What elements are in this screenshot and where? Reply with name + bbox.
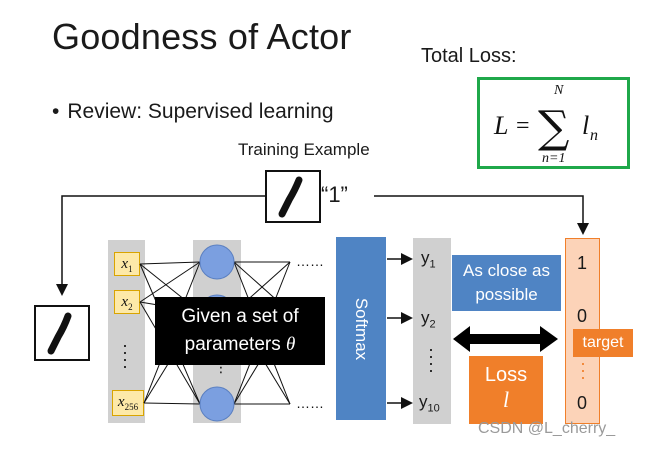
- formula-eq: =: [516, 113, 530, 139]
- bullet-review: • Review: Supervised learning: [52, 100, 334, 124]
- output-y1-sub: 1: [429, 258, 436, 271]
- hidden-neuron-3: [199, 386, 235, 422]
- output-y2: y2: [421, 308, 436, 330]
- given-line-2-text: parameters: [184, 334, 281, 355]
- target-value-2: 0: [577, 306, 588, 326]
- output-y10-sym: y: [419, 392, 428, 411]
- output-y1: y1: [421, 248, 436, 270]
- formula-upper: N: [553, 83, 564, 98]
- output-y2-sym: y: [421, 308, 430, 327]
- output-y10: y10: [419, 392, 440, 414]
- digit-one-icon: [278, 176, 303, 218]
- input-x2: x2: [114, 290, 140, 314]
- softmax-label: Softmax: [352, 297, 371, 360]
- target-value-3: 0: [577, 393, 588, 413]
- output-y1-sym: y: [421, 248, 430, 267]
- bullet-dot: •: [52, 100, 60, 123]
- bullet-text: Review: Supervised learning: [67, 100, 334, 123]
- formula-sum: ∑: [538, 102, 569, 153]
- input-x256: x256: [112, 390, 144, 416]
- loss-label: Loss: [484, 364, 528, 386]
- loss-box: Loss l: [469, 356, 543, 424]
- given-line-2: parameters θ: [155, 331, 325, 359]
- layer-ellipsis-bottom: ……: [296, 395, 324, 411]
- input-digit-image: [34, 305, 90, 361]
- formula-box: L = ∑ N n=1 l n: [477, 77, 630, 169]
- total-loss-label: Total Loss:: [421, 45, 517, 67]
- digit-one-icon: [47, 312, 72, 355]
- left-arrow: [56, 195, 265, 296]
- watermark: CSDN @L_cherry_: [478, 420, 616, 437]
- loss-symbol: l: [502, 387, 510, 412]
- double-arrow: [453, 326, 558, 352]
- training-example-label: Training Example: [238, 140, 370, 159]
- given-parameters-box: Given a set of parameters θ: [155, 297, 325, 365]
- as-close-line-2: possible: [475, 285, 538, 304]
- input-x2-sym: x: [121, 294, 129, 310]
- as-close-line-1: As close as: [463, 261, 550, 280]
- as-close-as-possible-box: As close as possible: [452, 255, 561, 311]
- right-arrow: [374, 195, 589, 235]
- output-layer: [413, 238, 451, 424]
- formula-lhs: L: [493, 111, 508, 140]
- input-x256-sub: 256: [124, 402, 139, 412]
- hidden-neuron-1: [199, 244, 235, 280]
- target-quote: “1”: [321, 182, 348, 207]
- sum-formula: L = ∑ N n=1 l n: [493, 83, 598, 166]
- target-value-1: 1: [577, 253, 588, 273]
- theta-symbol: θ: [286, 334, 296, 355]
- given-line-1: Given a set of: [181, 306, 299, 327]
- output-y10-sub: 10: [427, 402, 440, 415]
- input-x1-sub: 1: [128, 264, 133, 274]
- input-x1-sym: x: [121, 256, 129, 272]
- output-ellipsis: ····: [428, 339, 434, 380]
- layer-ellipsis-top: ……: [296, 253, 324, 269]
- formula-term: l: [582, 111, 589, 140]
- page-title: Goodness of Actor: [52, 16, 352, 57]
- softmax-layer: Softmax: [336, 237, 386, 420]
- input-x256-sym: x: [117, 394, 125, 410]
- formula-lower: n=1: [542, 151, 565, 166]
- target-ellipsis: ···: [580, 353, 586, 387]
- input-x2-sub: 2: [128, 302, 133, 312]
- training-digit-image: [265, 170, 321, 223]
- formula-term-sub: n: [590, 127, 598, 144]
- target-badge: target: [573, 329, 633, 357]
- input-x1: x1: [114, 252, 140, 276]
- input-ellipsis: ····: [122, 335, 128, 376]
- output-y2-sub: 2: [429, 318, 436, 331]
